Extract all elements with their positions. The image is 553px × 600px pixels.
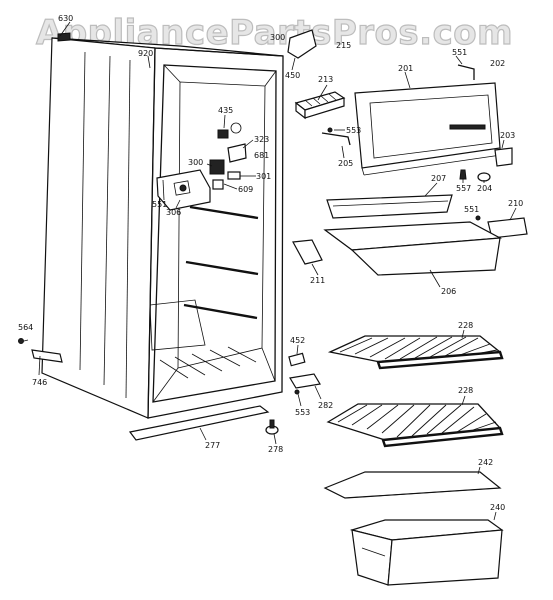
shelf-bracket: [289, 373, 321, 389]
label-920: 920: [138, 49, 153, 58]
label-242: 242: [478, 458, 493, 467]
label-609: 609: [238, 185, 253, 194]
freezer-hinge: [287, 29, 317, 59]
label-215: 215: [336, 41, 351, 50]
label-564: 564: [18, 323, 33, 332]
screw: [327, 127, 333, 133]
crisper-cover-frame: [326, 194, 453, 219]
door-stop: [457, 64, 475, 80]
label-206: 206: [441, 287, 456, 296]
wire-shelf-lower: [326, 403, 504, 448]
label-210: 210: [508, 199, 523, 208]
label-323: 323: [254, 135, 269, 144]
label-746: 746: [32, 378, 47, 387]
hinge-pin: [321, 132, 351, 146]
wire-shelf-upper: [327, 335, 504, 370]
label-204: 204: [477, 184, 492, 193]
label-282: 282: [318, 401, 333, 410]
crisper-glass-cover: [323, 471, 502, 499]
ice-tray: [294, 91, 346, 120]
label-553-top: 553: [346, 126, 361, 135]
label-205: 205: [338, 159, 353, 168]
label-278: 278: [268, 445, 283, 454]
label-557: 557: [456, 184, 471, 193]
label-435: 435: [218, 106, 233, 115]
label-201: 201: [398, 64, 413, 73]
top-hinge: [57, 32, 71, 42]
refrigerator-cabinet: [41, 37, 284, 419]
label-301: 301: [256, 172, 271, 181]
label-203: 203: [500, 131, 515, 140]
meat-pan: [323, 221, 503, 276]
label-207: 207: [431, 174, 446, 183]
spacer: [459, 169, 467, 180]
label-551-right: 551: [464, 205, 479, 214]
label-211: 211: [310, 276, 325, 285]
label-553-lower: 553: [295, 408, 310, 417]
door-latch: [494, 147, 513, 167]
label-452: 452: [290, 336, 305, 345]
bottom-hinge: [18, 338, 63, 363]
label-551-left: 551: [152, 200, 167, 209]
label-228-upper: 228: [458, 321, 473, 330]
label-630: 630: [58, 14, 73, 23]
screw-553-lower: [294, 389, 300, 395]
shelf-support: [288, 352, 306, 367]
label-300-mid: 300: [188, 158, 203, 167]
label-202: 202: [490, 59, 505, 68]
rail-left: [292, 239, 323, 265]
label-240: 240: [490, 503, 505, 512]
label-213: 213: [318, 75, 333, 84]
label-228-lower: 228: [458, 386, 473, 395]
screw-551: [475, 215, 481, 221]
crisper-pan: [349, 519, 504, 586]
label-450: 450: [285, 71, 300, 80]
hinge-bracket: [477, 172, 491, 182]
label-551-top: 551: [452, 48, 467, 57]
base-grille: [128, 405, 270, 441]
label-306: 306: [166, 208, 181, 217]
freezer-door: [354, 82, 502, 176]
leveling-leg: [265, 419, 279, 435]
label-277: 277: [205, 441, 220, 450]
label-300-top: 300: [270, 33, 285, 42]
label-681: 681: [254, 151, 269, 160]
